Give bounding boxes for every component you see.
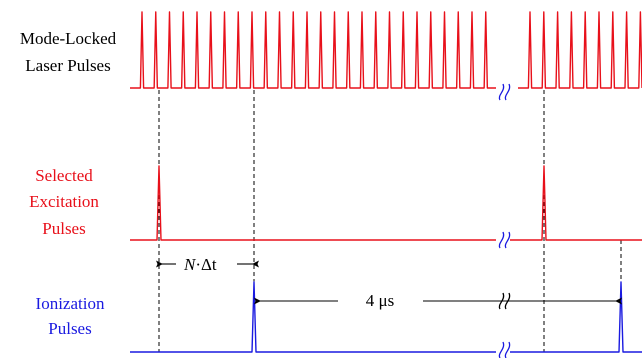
break-mark-2-2 bbox=[504, 231, 511, 249]
delta-t-symbol: ·Δt bbox=[195, 255, 217, 274]
delay-annotation: 4 μs bbox=[254, 291, 622, 310]
break-mark-1-2 bbox=[504, 83, 511, 101]
n-delta-t-label: N·Δt bbox=[183, 255, 217, 274]
n-symbol: N bbox=[183, 255, 197, 274]
ionization-pulse-trace bbox=[130, 281, 642, 353]
break-mark-3-2 bbox=[504, 292, 511, 310]
break-mark-4-1 bbox=[498, 341, 505, 358]
time-break-marks bbox=[498, 83, 511, 358]
n-delta-t-annotation: N·Δt bbox=[156, 255, 259, 274]
ionization-row-label: Ionization Pulses bbox=[36, 294, 105, 338]
selected-label-line1: Selected bbox=[35, 166, 93, 185]
selected-row-label: Selected Excitation Pulses bbox=[29, 166, 99, 238]
break-mark-1-1 bbox=[498, 83, 505, 101]
break-mark-2-1 bbox=[498, 231, 505, 249]
selected-excitation-trace bbox=[130, 165, 642, 241]
break-mark-4-2 bbox=[504, 341, 511, 358]
dashed-guides bbox=[158, 90, 622, 352]
selected-label-line3: Pulses bbox=[42, 219, 85, 238]
ionization-label-line2: Pulses bbox=[48, 319, 91, 338]
selected-label-line2: Excitation bbox=[29, 192, 99, 211]
laser-label-line2: Laser Pulses bbox=[25, 56, 110, 75]
laser-pulse-train bbox=[130, 11, 642, 89]
laser-label-line1: Mode-Locked bbox=[20, 29, 117, 48]
delay-label: 4 μs bbox=[366, 291, 394, 310]
ionization-label-line1: Ionization bbox=[36, 294, 105, 313]
laser-row-label: Mode-Locked Laser Pulses bbox=[20, 29, 117, 75]
break-mark-3-1 bbox=[498, 292, 505, 310]
